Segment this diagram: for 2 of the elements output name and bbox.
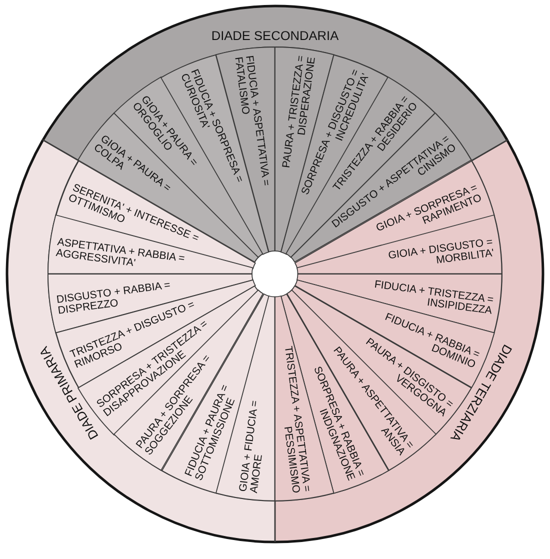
result-text: AMORE xyxy=(249,454,266,494)
sector-label: DIADE SECONDARIA xyxy=(211,29,339,43)
